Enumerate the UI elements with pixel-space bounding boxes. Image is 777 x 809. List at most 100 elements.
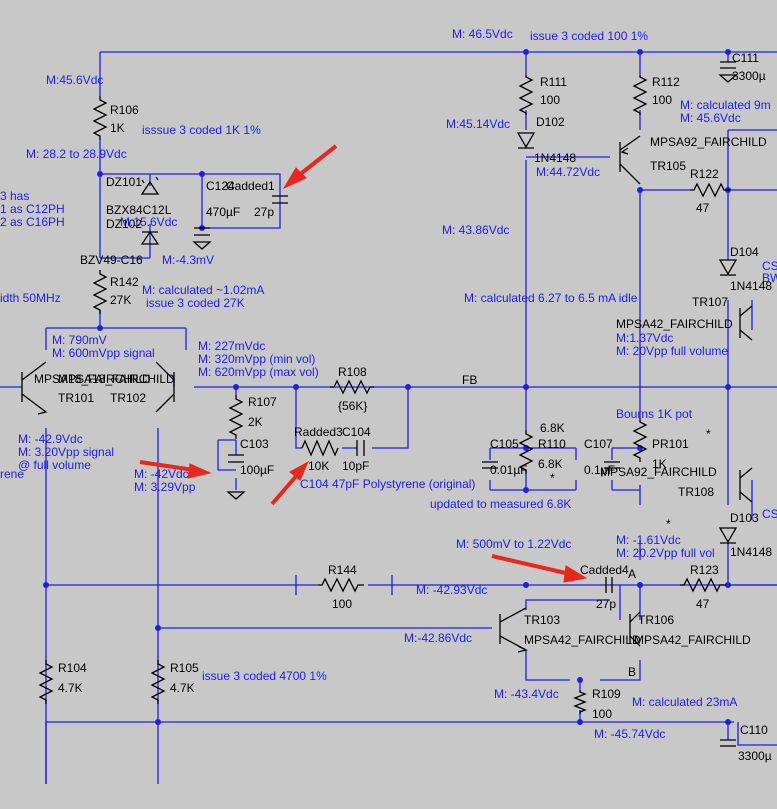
- r110-ref: R110: [538, 437, 566, 451]
- cadded4-symbol: [605, 577, 613, 593]
- d104-ref: D104: [730, 245, 759, 259]
- note: M: calculated ~1.02mA: [142, 283, 264, 297]
- r144-symbol: [318, 577, 364, 593]
- note: @ full volume: [18, 458, 91, 472]
- r104-ref: R104: [58, 661, 87, 675]
- tr101-ref: TR101: [58, 391, 94, 405]
- r106-symbol: [92, 96, 108, 140]
- note: BW: [762, 271, 777, 285]
- note: M: -43.4Vdc: [494, 687, 559, 701]
- tr102-symbol: [155, 361, 175, 413]
- note: M:15.6Vdc: [120, 215, 177, 229]
- cadded1-value: 27p: [254, 205, 274, 219]
- tr103-part: MPSA42_FAIRCHILD: [524, 633, 641, 647]
- r109-value: 100: [592, 707, 612, 721]
- note: 2 as C16PH: [0, 215, 65, 229]
- c104-symbol: [356, 440, 365, 456]
- r111-value: 100: [540, 93, 560, 107]
- tr101-part: MPSA18_FAIRCHILD: [34, 372, 151, 386]
- c111-symbol: [720, 61, 736, 69]
- d103-ref: D103: [730, 511, 759, 525]
- note: M: -42.9Vdc: [18, 432, 83, 446]
- c103-value: 100µF: [240, 463, 274, 477]
- r109-ref: R109: [592, 687, 621, 701]
- r107-ref: R107: [248, 395, 277, 409]
- c111-value: 3300µ: [732, 69, 766, 83]
- d104-symbol: [718, 259, 738, 276]
- c124-value: 470µF: [206, 205, 240, 219]
- note: Bourns 1K pot: [616, 407, 693, 421]
- c104-ref: C104: [342, 425, 371, 439]
- note: M: calculated 23mA: [632, 695, 737, 709]
- c110-ref: C110: [740, 723, 768, 737]
- tr107-part: MPSA42_FAIRCHILD: [616, 317, 733, 331]
- c103-symbol: [228, 454, 244, 463]
- r104-value: 4.7K: [58, 681, 83, 695]
- c103-ref: C103: [240, 437, 269, 451]
- note: M: 28.2 to 28.9Vdc: [26, 147, 127, 161]
- note: issue 3 coded 100 1%: [530, 29, 648, 43]
- cadded4-value: 27p: [596, 597, 616, 611]
- note: M: 20Vpp full volume: [616, 344, 728, 358]
- c107-value: 0.1µF: [584, 463, 615, 477]
- dz102-ref: DZ102: [106, 217, 142, 231]
- r110-note: 6.8K: [540, 421, 565, 435]
- r142-symbol: [92, 270, 108, 314]
- notes: M: 46.5Vdc issue 3 coded 100 1% M:45.6Vd…: [0, 27, 777, 741]
- note: M: 20.2Vpp full vol: [616, 546, 715, 560]
- r123-value: 47: [696, 597, 710, 611]
- note: M: 320mVpp (min vol): [198, 352, 315, 366]
- c107-symbol: [604, 461, 620, 469]
- r104-symbol: [38, 660, 54, 704]
- tr103-symbol: [499, 607, 528, 653]
- components: [21, 61, 753, 747]
- note: isssue 3 coded 1K 1%: [142, 123, 261, 137]
- arrow-icon: [270, 460, 310, 506]
- r111-symbol: [518, 75, 534, 115]
- tr107-symbol: [739, 305, 753, 341]
- d102-value: 1N4148: [534, 151, 576, 165]
- r105-ref: R105: [170, 661, 199, 675]
- note: *: [666, 517, 671, 531]
- c104-value: 10pF: [342, 459, 369, 473]
- r111-ref: R111: [540, 75, 567, 89]
- note: M:-42.86Vdc: [404, 631, 472, 645]
- tr106-ref: TR106: [638, 613, 674, 627]
- note: M:-4.3mV: [162, 253, 214, 267]
- r122-symbol: [690, 182, 730, 198]
- d102-symbol: [516, 132, 536, 149]
- c105-ref: C105: [490, 437, 519, 451]
- note: M: 600mVpp signal: [52, 346, 155, 360]
- dz101-symbol: [140, 176, 160, 195]
- note: M:45.6Vdc: [46, 73, 103, 87]
- note: M: 43.86Vdc: [442, 223, 509, 237]
- r142-ref: R142: [110, 275, 139, 289]
- note: M: 3.20Vpp signal: [18, 445, 114, 459]
- note: M: 620mVpp (max vol): [198, 365, 319, 379]
- note: CS: [762, 259, 777, 273]
- pr101-value: 1K: [652, 457, 667, 471]
- r110-value: 6.8K: [538, 457, 563, 471]
- arrow-icon: [491, 554, 588, 583]
- c124-ref: C124: [206, 179, 235, 193]
- r107-value: 2K: [248, 415, 263, 429]
- d104-value: 1N4148: [730, 279, 772, 293]
- r122-ref: R122: [690, 167, 719, 181]
- c110-value: 3300µ: [738, 749, 772, 763]
- tr105-ref: TR105: [650, 159, 686, 173]
- d103-symbol: [718, 527, 738, 544]
- dz101-ref: DZ101: [106, 175, 142, 189]
- note: C104 47pF Polystyrene (original): [300, 477, 475, 491]
- dz101-value: BZX84C12L: [106, 203, 172, 217]
- ground-icon: [718, 74, 738, 83]
- d103-value: 1N4148: [730, 545, 772, 559]
- c124-symbol: [194, 227, 210, 236]
- r108-value: {56K}: [338, 399, 367, 413]
- r142-value: 27K: [110, 293, 131, 307]
- note: idth 50MHz: [0, 291, 61, 305]
- c107-ref: C107: [584, 437, 613, 451]
- note: issue 3 coded 4700 1%: [202, 669, 327, 683]
- c110-symbol: [720, 739, 736, 747]
- note: M: 790mV: [52, 333, 107, 347]
